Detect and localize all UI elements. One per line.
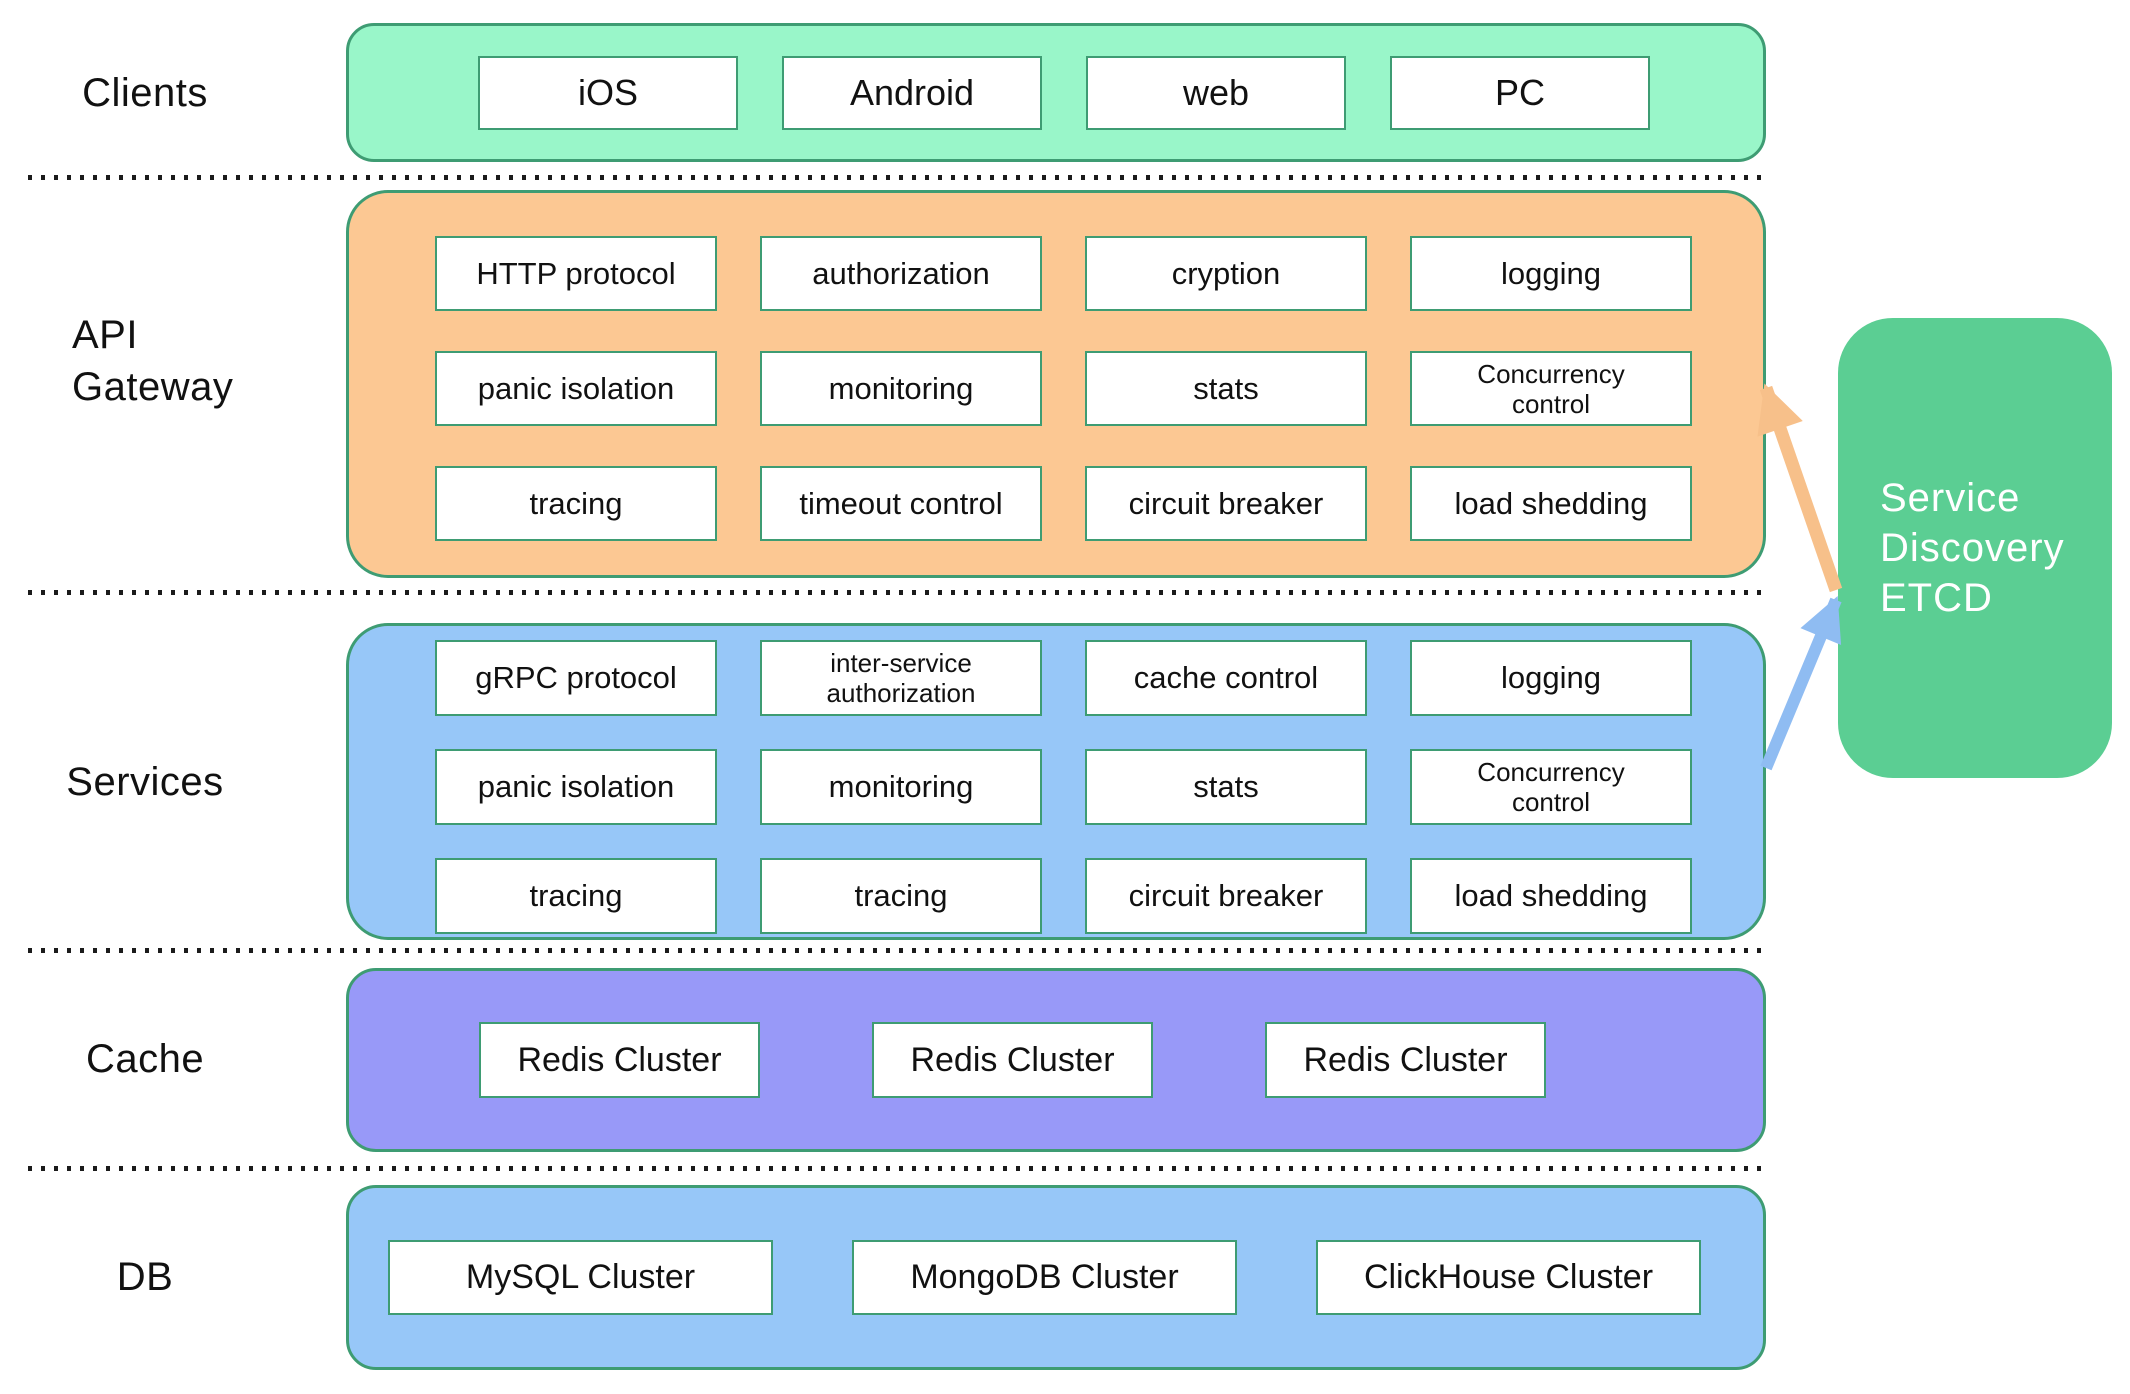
db-item-mongodb-cluster: MongoDB Cluster	[852, 1240, 1237, 1315]
db-item-mysql-cluster: MySQL Cluster	[388, 1240, 773, 1315]
db-item-clickhouse-cluster: ClickHouse Cluster	[1316, 1240, 1701, 1315]
separator-clients-gateway	[28, 175, 1768, 180]
gateway-feature-logging: logging	[1410, 236, 1692, 311]
gateway-feature-authorization: authorization	[760, 236, 1042, 311]
layer-label-api-line1: API	[72, 313, 138, 357]
api-gateway-layer-box: HTTP protocol authorization cryption log…	[346, 190, 1766, 578]
client-item-label: PC	[1494, 71, 1545, 113]
layer-label-db: DB	[116, 1255, 174, 1299]
services-layer-box: gRPC protocol inter-service authorizatio…	[346, 623, 1766, 940]
etcd-label-line3: ETCD	[1880, 576, 1993, 620]
service-feature-label: Concurrency control	[1477, 757, 1625, 817]
gateway-feature-label: Concurrency control	[1477, 358, 1625, 419]
db-item-label: ClickHouse Cluster	[1363, 1258, 1654, 1296]
gateway-feature-label: circuit breaker	[1128, 485, 1324, 521]
cache-layer-box: Redis Cluster Redis Cluster Redis Cluste…	[346, 968, 1766, 1152]
separator-cache-db	[28, 1166, 1768, 1171]
service-feature-inter-service-authorization: inter-service authorization	[760, 640, 1042, 716]
gateway-feature-label: cryption	[1171, 255, 1281, 291]
gateway-feature-tracing: tracing	[435, 466, 717, 541]
cache-item-label: Redis Cluster	[517, 1040, 722, 1079]
layer-label-clients: Clients	[82, 71, 208, 115]
arrow-etcd-to-api-gateway	[1757, 383, 1843, 593]
gateway-feature-timeout-control: timeout control	[760, 466, 1042, 541]
service-feature-label: panic isolation	[477, 769, 675, 804]
gateway-feature-label: load shedding	[1454, 485, 1648, 521]
service-feature-circuit-breaker: circuit breaker	[1085, 858, 1367, 934]
service-feature-load-shedding: load shedding	[1410, 858, 1692, 934]
gateway-feature-label: panic isolation	[477, 370, 675, 406]
client-item-pc: PC	[1390, 55, 1650, 130]
cache-item-redis-3: Redis Cluster	[1265, 1022, 1546, 1098]
gateway-feature-label: monitoring	[828, 370, 974, 406]
client-item-android: Android	[782, 55, 1042, 130]
service-feature-tracing-2: tracing	[760, 858, 1042, 934]
service-feature-label: monitoring	[828, 769, 974, 804]
service-feature-label: logging	[1501, 660, 1601, 695]
service-feature-cache-control: cache control	[1085, 640, 1367, 716]
service-feature-label: gRPC protocol	[475, 660, 677, 695]
gateway-feature-label: timeout control	[799, 485, 1003, 521]
client-item-label: iOS	[577, 71, 638, 113]
service-feature-tracing: tracing	[435, 858, 717, 934]
separator-services-cache	[28, 948, 1768, 953]
cache-item-label: Redis Cluster	[1303, 1040, 1508, 1079]
gateway-feature-stats: stats	[1085, 351, 1367, 426]
service-feature-label: cache control	[1133, 660, 1319, 695]
service-feature-label: circuit breaker	[1128, 878, 1324, 913]
client-item-label: web	[1182, 71, 1250, 113]
layer-label-cache: Cache	[85, 1037, 205, 1081]
cache-item-label: Redis Cluster	[910, 1040, 1115, 1079]
gateway-feature-http-protocol: HTTP protocol	[435, 236, 717, 311]
service-feature-label: stats	[1193, 769, 1259, 804]
client-item-ios: iOS	[478, 55, 738, 130]
service-feature-logging: logging	[1410, 640, 1692, 716]
separator-gateway-services	[28, 590, 1768, 595]
gateway-feature-concurrency-control: Concurrency control	[1410, 351, 1692, 426]
gateway-feature-label: tracing	[529, 485, 623, 521]
gateway-feature-label: HTTP protocol	[476, 255, 676, 291]
gateway-feature-load-shedding: load shedding	[1410, 466, 1692, 541]
gateway-feature-cryption: cryption	[1085, 236, 1367, 311]
service-feature-panic-isolation: panic isolation	[435, 749, 717, 825]
db-item-label: MongoDB Cluster	[910, 1258, 1179, 1296]
gateway-feature-panic-isolation: panic isolation	[435, 351, 717, 426]
gateway-feature-monitoring: monitoring	[760, 351, 1042, 426]
service-feature-label: tracing	[529, 878, 623, 913]
cache-item-redis-2: Redis Cluster	[872, 1022, 1153, 1098]
service-feature-label: load shedding	[1454, 878, 1648, 913]
layer-label-services: Services	[66, 760, 224, 804]
service-feature-monitoring: monitoring	[760, 749, 1042, 825]
service-feature-label: tracing	[854, 878, 948, 913]
service-discovery-etcd-box: Service Discovery ETCD	[1838, 318, 2112, 778]
gateway-feature-label: stats	[1193, 370, 1259, 406]
gateway-feature-label: logging	[1501, 255, 1601, 291]
client-item-web: web	[1086, 55, 1346, 130]
layer-label-api-gateway: API Gateway	[72, 309, 233, 413]
clients-layer-box: iOS Android web PC	[346, 23, 1766, 162]
gateway-feature-label: authorization	[812, 255, 990, 291]
db-layer-box: MySQL Cluster MongoDB Cluster ClickHouse…	[346, 1185, 1766, 1370]
arrow-services-to-etcd	[1760, 595, 1842, 771]
layer-label-api-line2: Gateway	[72, 365, 234, 409]
service-feature-concurrency-control: Concurrency control	[1410, 749, 1692, 825]
service-feature-stats: stats	[1085, 749, 1367, 825]
service-feature-label: inter-service authorization	[826, 648, 976, 708]
db-item-label: MySQL Cluster	[465, 1258, 696, 1296]
service-feature-grpc-protocol: gRPC protocol	[435, 640, 717, 716]
etcd-label-line2: Discovery	[1880, 526, 2065, 570]
gateway-feature-circuit-breaker: circuit breaker	[1085, 466, 1367, 541]
client-item-label: Android	[849, 71, 975, 113]
etcd-label-line1: Service	[1880, 476, 2021, 520]
cache-item-redis-1: Redis Cluster	[479, 1022, 760, 1098]
